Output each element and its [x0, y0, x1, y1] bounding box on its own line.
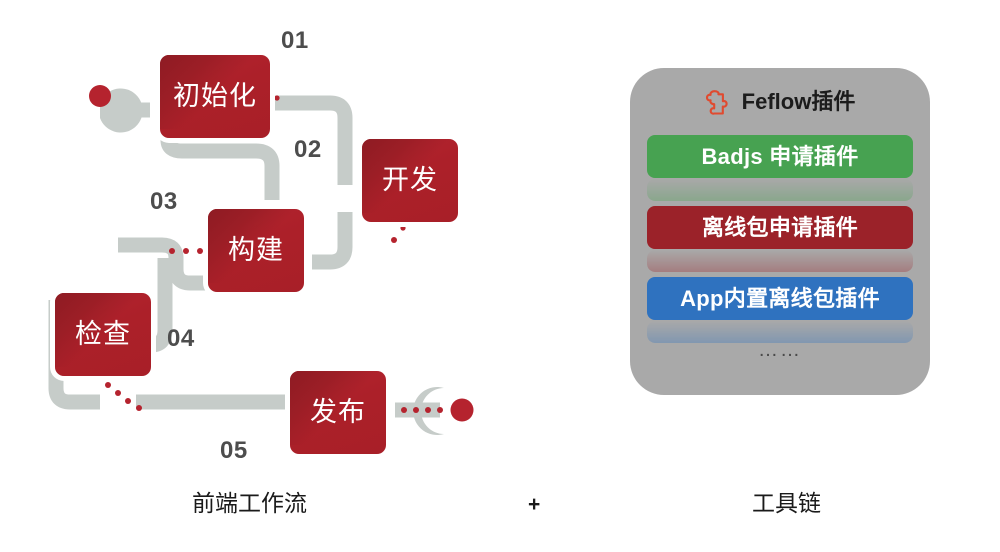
plugin-label: 离线包申请插件 — [701, 214, 859, 240]
flow-node-step-2[interactable]: 开发 — [362, 139, 458, 222]
dotted-connector-02 — [391, 225, 406, 243]
start-cap — [89, 85, 143, 133]
end-cap — [413, 387, 474, 435]
caption-toolchain: 工具链 — [752, 490, 821, 516]
step-number-03: 03 — [150, 188, 178, 215]
plugin-reflection — [647, 179, 913, 201]
step-number-01: 01 — [281, 27, 309, 54]
step-number-04: 04 — [167, 325, 195, 352]
plugin-item-offline-package[interactable]: 离线包申请插件 — [647, 206, 913, 249]
plugin-slot: App内置离线包插件 — [647, 277, 913, 343]
plugin-item-badjs[interactable]: Badjs 申请插件 — [647, 135, 913, 178]
end-dot — [450, 398, 474, 422]
flow-node-step-1[interactable]: 初始化 — [160, 55, 270, 138]
flow-node-label: 检查 — [75, 319, 131, 349]
plugin-slot: 离线包申请插件 — [647, 206, 913, 272]
dotted-connector-03 — [169, 248, 203, 254]
puzzle-piece-icon — [705, 90, 728, 115]
panel-title-row: Feflow插件 — [630, 84, 930, 120]
flow-node-step-4[interactable]: 检查 — [55, 293, 151, 376]
workflow-ribbon — [48, 85, 474, 448]
caption-workflow: 前端工作流 — [192, 490, 307, 516]
toolchain-panel: Feflow插件 Badjs 申请插件 离线包申请插件 App内置离线包插件 — [630, 68, 930, 395]
flow-node-label: 发布 — [310, 397, 366, 427]
dotted-connector-04 — [105, 382, 142, 411]
flow-node-label: 构建 — [228, 235, 284, 265]
flow-node-step-3[interactable]: 构建 — [208, 209, 304, 292]
plugin-item-app-builtin[interactable]: App内置离线包插件 — [647, 277, 913, 320]
dotted-connector-05 — [401, 407, 443, 413]
step-number-02: 02 — [294, 136, 322, 163]
start-dot — [89, 85, 111, 107]
flow-node-step-5[interactable]: 发布 — [290, 371, 386, 454]
flow-node-label: 初始化 — [173, 81, 257, 111]
plugin-list: Badjs 申请插件 离线包申请插件 App内置离线包插件 — [647, 135, 913, 348]
step-number-05: 05 — [220, 437, 248, 464]
plugin-label: App内置离线包插件 — [680, 285, 880, 311]
plugin-label: Badjs 申请插件 — [701, 143, 859, 169]
plugin-reflection — [647, 250, 913, 272]
caption-plus-sign: + — [528, 493, 541, 516]
flow-node-label: 开发 — [382, 165, 438, 195]
plugin-list-ellipsis: …… — [758, 339, 802, 361]
plugin-slot: Badjs 申请插件 — [647, 135, 913, 201]
panel-title: Feflow插件 — [741, 89, 856, 114]
dotted-connector-01 — [274, 95, 280, 101]
